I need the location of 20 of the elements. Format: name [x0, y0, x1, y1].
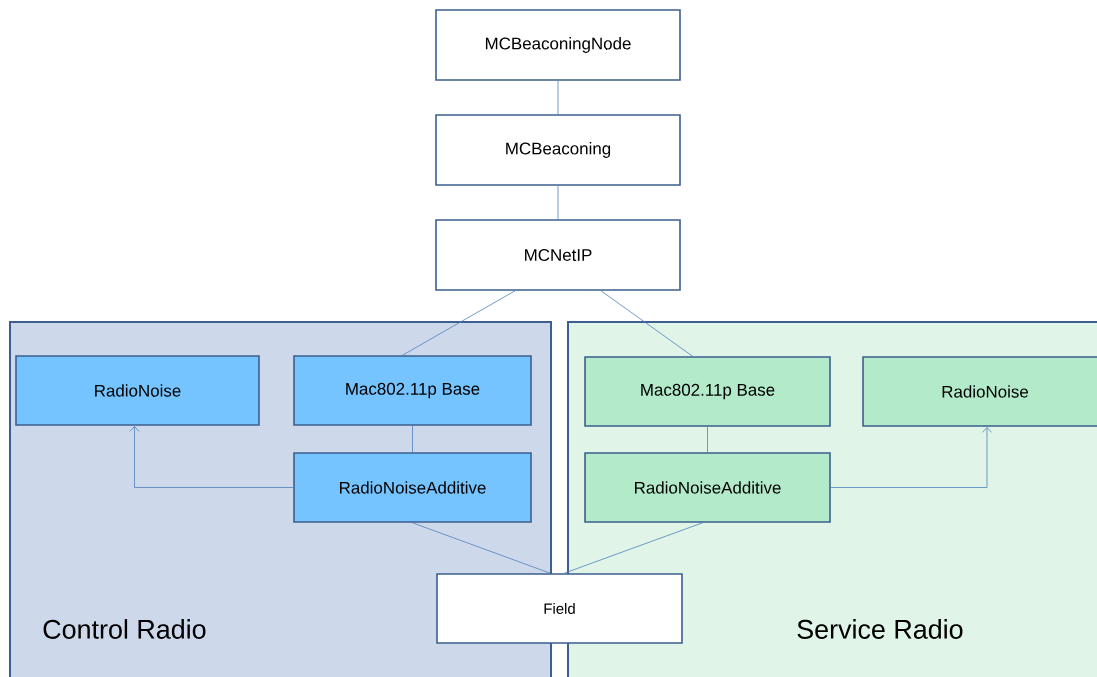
box: Field — [436, 573, 683, 644]
box: MCBeaconingNode — [435, 9, 681, 81]
connector-line — [412, 522, 551, 574]
connector-line — [402, 290, 516, 356]
box: Mac802.11p Base — [584, 356, 831, 427]
box: RadioNoiseAdditive — [584, 452, 831, 523]
box: RadioNoise — [862, 356, 1097, 427]
box: Mac802.11p Base — [293, 355, 532, 426]
box: RadioNoiseAdditive — [293, 452, 532, 523]
box: MCBeaconing — [435, 114, 681, 186]
arrow — [129, 426, 294, 488]
connector-line — [600, 290, 693, 357]
connector-line — [557, 80, 559, 115]
connector-line — [412, 425, 413, 453]
box: RadioNoise — [15, 355, 260, 426]
connector-line — [557, 185, 559, 220]
arrow — [830, 427, 992, 488]
box: MCNetIP — [435, 219, 681, 291]
connector-line — [707, 426, 708, 453]
connector-line — [563, 522, 703, 574]
